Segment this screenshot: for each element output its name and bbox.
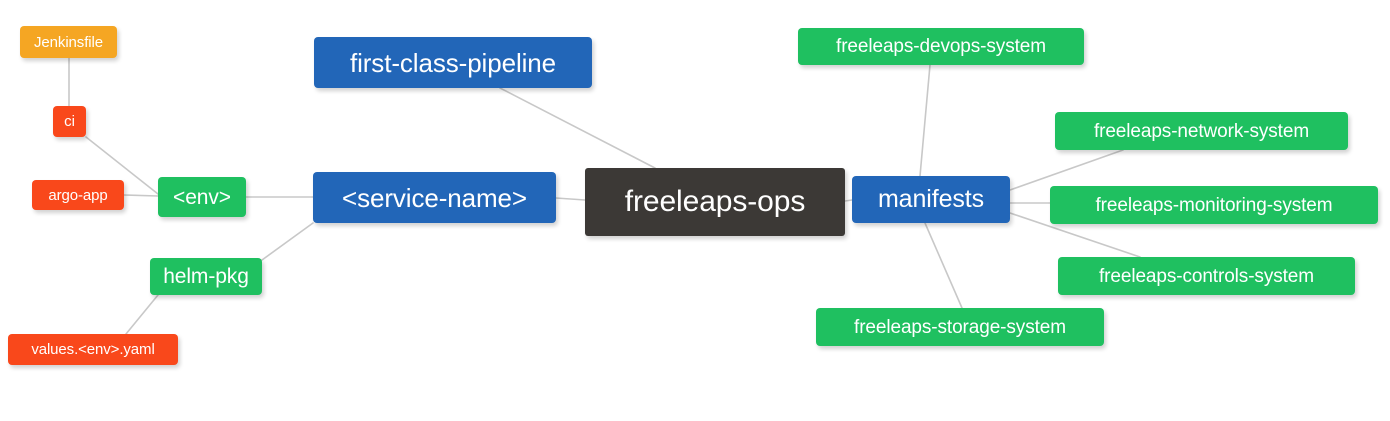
node-label-env: <env> bbox=[173, 185, 231, 209]
node-service-name[interactable]: <service-name> bbox=[313, 172, 556, 223]
node-freeleaps-ops[interactable]: freeleaps-ops bbox=[585, 168, 845, 236]
node-freeleaps-controls-system[interactable]: freeleaps-controls-system bbox=[1058, 257, 1355, 295]
node-argo-app[interactable]: argo-app bbox=[32, 180, 124, 210]
node-label-argo-app: argo-app bbox=[48, 186, 108, 204]
node-manifests[interactable]: manifests bbox=[852, 176, 1010, 223]
edge-argo-app-to-env bbox=[123, 194, 159, 197]
node-freeleaps-network-system[interactable]: freeleaps-network-system bbox=[1055, 112, 1348, 150]
edge-freeleaps-ops-to-manifests bbox=[844, 199, 853, 202]
node-label-freeleaps-controls-system: freeleaps-controls-system bbox=[1098, 265, 1315, 287]
node-helm-pkg[interactable]: helm-pkg bbox=[150, 258, 262, 295]
edge-first-class-pipeline-to-freeleaps-ops bbox=[499, 87, 656, 169]
node-label-service-name: <service-name> bbox=[341, 182, 528, 213]
node-label-Jenkinsfile: Jenkinsfile bbox=[34, 33, 103, 51]
node-ci[interactable]: ci bbox=[53, 106, 86, 137]
edge-manifests-to-freeleaps-devops-system bbox=[919, 64, 931, 177]
node-label-freeleaps-network-system: freeleaps-network-system bbox=[1093, 120, 1310, 142]
node-first-class-pipeline[interactable]: first-class-pipeline bbox=[314, 37, 592, 88]
node-label-values-env-yaml: values.<env>.yaml bbox=[31, 341, 155, 358]
node-freeleaps-storage-system[interactable]: freeleaps-storage-system bbox=[816, 308, 1104, 346]
node-label-freeleaps-devops-system: freeleaps-devops-system bbox=[836, 36, 1046, 57]
edge-manifests-to-freeleaps-storage-system bbox=[924, 222, 963, 309]
node-label-freeleaps-storage-system: freeleaps-storage-system bbox=[854, 316, 1066, 338]
node-freeleaps-devops-system[interactable]: freeleaps-devops-system bbox=[798, 28, 1084, 65]
node-freeleaps-monitoring-system[interactable]: freeleaps-monitoring-system bbox=[1050, 186, 1378, 224]
edge-service-name-to-helm-pkg bbox=[261, 222, 314, 261]
node-label-helm-pkg: helm-pkg bbox=[163, 265, 249, 288]
node-label-freeleaps-ops: freeleaps-ops bbox=[624, 185, 806, 218]
node-Jenkinsfile[interactable]: Jenkinsfile bbox=[20, 26, 117, 58]
node-label-freeleaps-monitoring-system: freeleaps-monitoring-system bbox=[1095, 194, 1333, 216]
edge-helm-pkg-to-values-env-yaml bbox=[125, 294, 159, 335]
node-values-env-yaml[interactable]: values.<env>.yaml bbox=[8, 334, 178, 365]
node-label-ci: ci bbox=[64, 113, 75, 130]
edge-manifests-to-freeleaps-network-system bbox=[1009, 149, 1124, 191]
node-label-manifests: manifests bbox=[877, 185, 985, 213]
node-label-first-class-pipeline: first-class-pipeline bbox=[349, 47, 557, 78]
edge-service-name-to-freeleaps-ops bbox=[555, 197, 586, 201]
node-env[interactable]: <env> bbox=[158, 177, 246, 217]
